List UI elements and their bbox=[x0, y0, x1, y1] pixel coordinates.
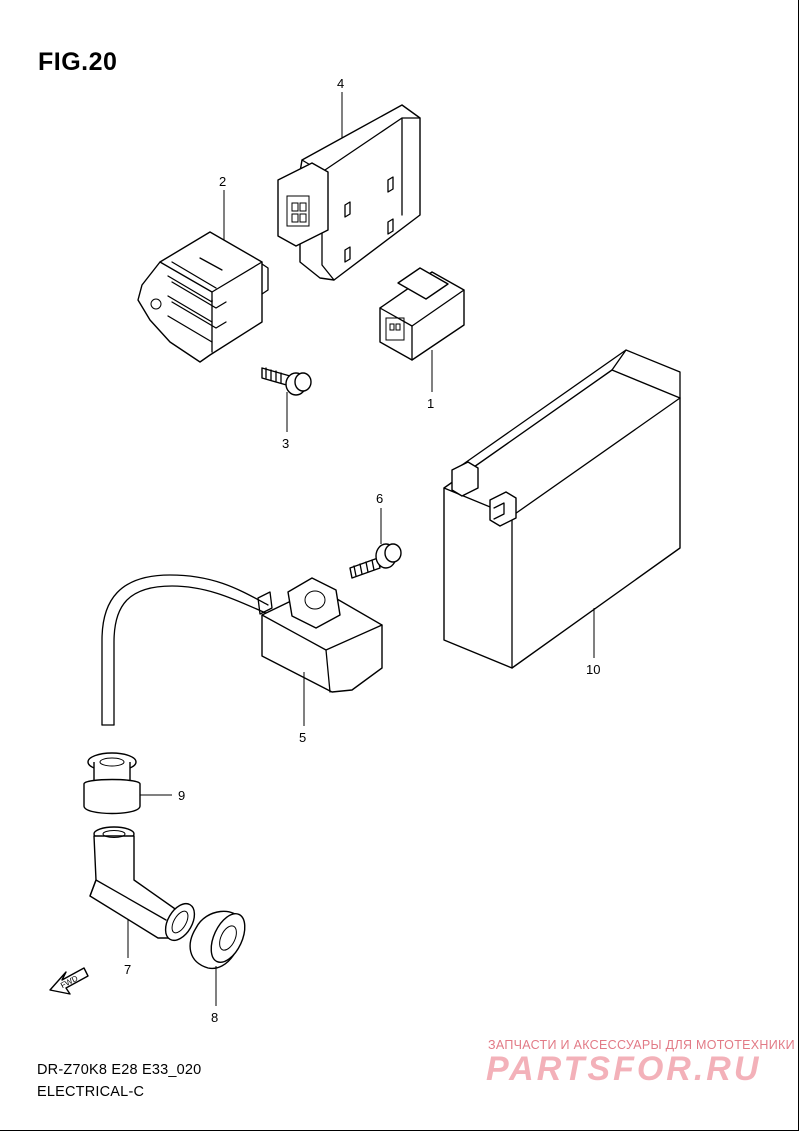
figure-title: FIG.20 bbox=[38, 48, 118, 76]
callout-8: 8 bbox=[211, 1010, 218, 1025]
model-code: DR-Z70K8 E28 E33_020 bbox=[37, 1062, 202, 1078]
part-10-battery[interactable] bbox=[443, 349, 681, 669]
part-7-plug-cap[interactable] bbox=[89, 826, 200, 945]
part-6-bolt[interactable] bbox=[349, 543, 402, 579]
section-name: ELECTRICAL-C bbox=[37, 1084, 145, 1100]
callout-1: 1 bbox=[427, 396, 434, 411]
part-8-seal[interactable] bbox=[189, 909, 252, 969]
part-2-regulator-rectifier[interactable] bbox=[137, 231, 269, 363]
callout-2: 2 bbox=[219, 174, 226, 189]
part-1-coupler[interactable] bbox=[379, 267, 465, 361]
part-9-grommet[interactable] bbox=[83, 752, 141, 815]
callout-3: 3 bbox=[282, 436, 289, 451]
callout-6: 6 bbox=[376, 491, 383, 506]
callout-7: 7 bbox=[124, 962, 131, 977]
watermark-logo: PARTSFOR.RU bbox=[486, 1050, 762, 1088]
part-4-cdi-unit[interactable] bbox=[277, 104, 421, 281]
callout-5: 5 bbox=[299, 730, 306, 745]
callout-9: 9 bbox=[178, 788, 185, 803]
callout-4: 4 bbox=[337, 76, 344, 91]
part-3-bolt[interactable] bbox=[261, 367, 312, 396]
fwd-direction-arrow: FWD bbox=[49, 967, 89, 995]
watermark-tagline: ЗАПЧАСТИ И АКСЕССУАРЫ ДЛЯ МОТОТЕХНИКИ bbox=[488, 1038, 795, 1052]
part-5-ignition-coil[interactable] bbox=[101, 574, 383, 726]
callout-10: 10 bbox=[586, 662, 600, 677]
